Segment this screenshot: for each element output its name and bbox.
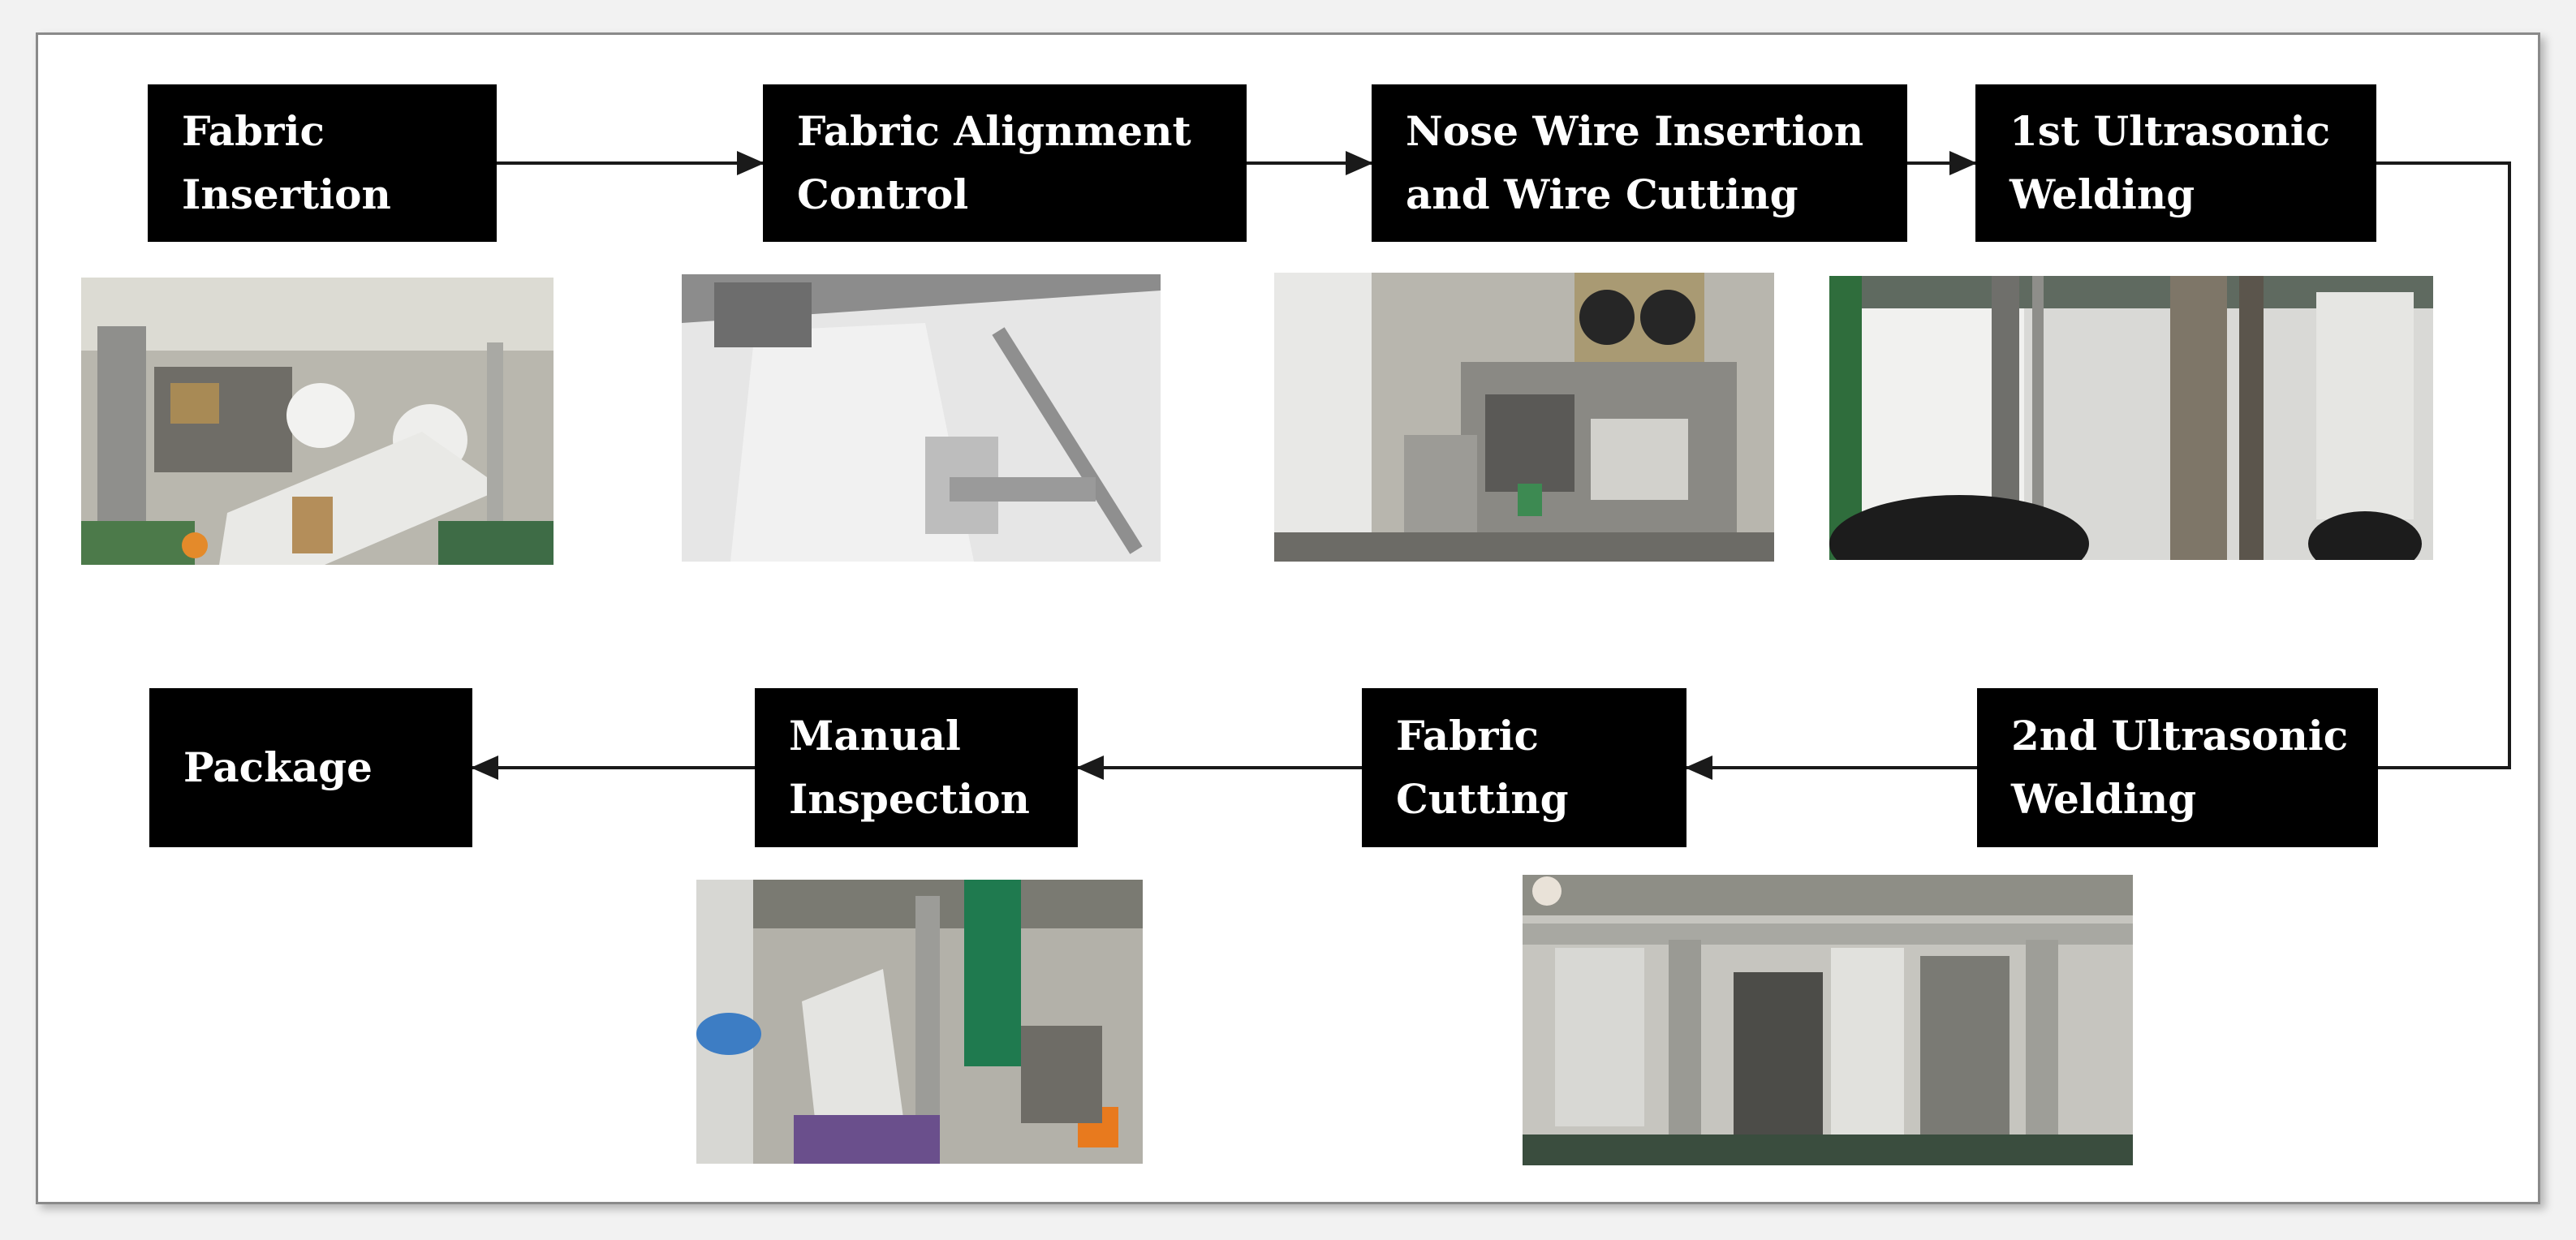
step-label-line1: Fabric Alignment — [797, 107, 1191, 155]
step-label-line2: Welding — [2011, 775, 2197, 823]
step-manual-inspection: Manual Inspection — [755, 688, 1078, 847]
step-package: Package — [149, 688, 472, 847]
step-nose-wire-insertion: Nose Wire Insertion and Wire Cutting — [1372, 84, 1907, 242]
step-label-line2: Control — [797, 170, 969, 218]
step-label-line2: Inspection — [789, 775, 1030, 823]
step-label-line2: Package — [183, 743, 373, 791]
step-label-line1: 2nd Ultrasonic — [2011, 712, 2349, 760]
step-label-line1: Fabric — [1396, 712, 1539, 760]
photo-fabric-alignment — [682, 274, 1161, 562]
step-1st-ultrasonic-welding: 1st Ultrasonic Welding — [1975, 84, 2376, 242]
photo-1st-ultrasonic-welding — [1829, 276, 2433, 560]
photo-manual-inspection — [696, 880, 1143, 1164]
step-label-line2: and Wire Cutting — [1406, 170, 1798, 218]
photo-fabric-insertion — [81, 278, 554, 565]
step-fabric-alignment-control: Fabric Alignment Control — [763, 84, 1247, 242]
step-label-line1: Manual — [789, 712, 961, 760]
step-label-line2: Cutting — [1396, 775, 1569, 823]
step-fabric-insertion: Fabric Insertion — [148, 84, 497, 242]
step-label-line1: Nose Wire Insertion — [1406, 107, 1864, 155]
step-label-line2: Welding — [2010, 170, 2195, 218]
photo-nose-wire-insertion — [1274, 273, 1774, 562]
step-label-line1: 1st Ultrasonic — [2010, 107, 2331, 155]
step-label-line2: Insertion — [182, 170, 391, 218]
arrow-4-5-connector — [2376, 161, 2511, 769]
photo-fabric-cutting — [1523, 875, 2133, 1165]
step-label-line1: Fabric — [182, 107, 325, 155]
step-2nd-ultrasonic-welding: 2nd Ultrasonic Welding — [1977, 688, 2378, 847]
step-fabric-cutting: Fabric Cutting — [1362, 688, 1686, 847]
